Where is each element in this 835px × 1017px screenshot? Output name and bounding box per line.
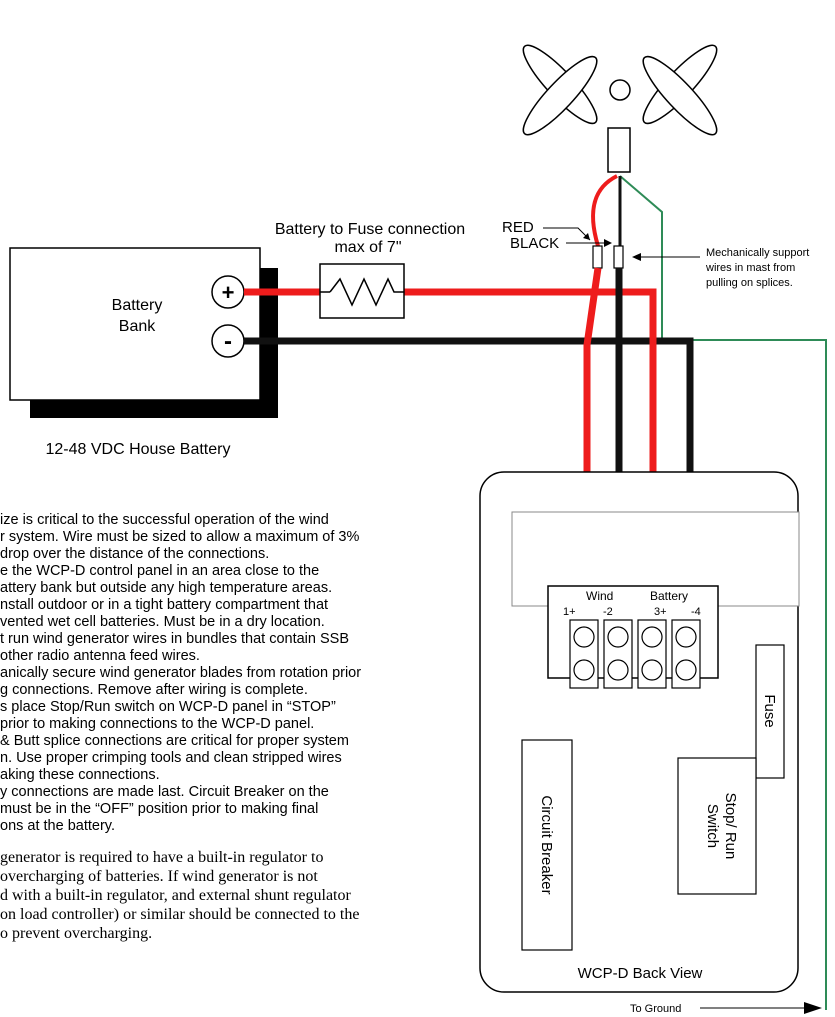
terminal-screw [641,659,663,681]
red-wire-label: RED [502,219,534,236]
note-line: drop over the distance of the connection… [0,546,270,562]
battery-body [9,247,261,401]
note-line: y connections are made last. Circuit Bre… [0,784,329,800]
fuse-connection-label-line2: max of 7" [334,239,401,256]
turbine-hub [609,79,631,101]
fuse-connection-label-line1: Battery to Fuse connection [275,221,465,238]
red-splice [592,245,603,269]
note-line: ize is critical to the successful operat… [0,512,329,528]
circuit-breaker [521,739,573,951]
terminal-label-2: -2 [603,606,613,618]
terminal-group-wind: Wind [586,589,613,603]
inline-fuse [319,263,405,319]
panel-fuse [755,644,785,779]
stop-run-switch [677,757,757,895]
regulator-note-line: generator is required to have a built-in… [0,849,324,866]
note-line: & Butt splice connections are critical f… [0,733,349,749]
plus-symbol: + [222,280,235,305]
note-line: s place Stop/Run switch on WCP-D panel i… [0,699,336,715]
note-line: nstall outdoor or in a tight battery com… [0,597,329,613]
battery-bank: Battery Bank + - [9,247,278,418]
panel-fuse-label: Fuse [761,694,778,727]
terminal-screw [675,626,697,648]
regulator-note-line: o prevent overcharging. [0,925,153,942]
regulator-note-line: overcharging of batteries. If wind gener… [0,868,318,885]
note-line: t run wind generator wires in bundles th… [0,631,350,647]
note-line: prior to making connections to the WCP-D… [0,716,315,732]
terminal-label-3: 3+ [654,606,667,618]
panel-title: WCP-D Back View [578,965,703,982]
battery-label-line1: Battery [112,297,163,314]
terminal-block: Wind Battery 1+ -2 3+ -4 [547,585,719,689]
note-line: ons at the battery. [0,818,115,834]
note-line: n. Use proper crimping tools and clean s… [0,750,342,766]
support-note-line2: wires in mast from [705,262,795,274]
battery-label-line2: Bank [119,318,156,335]
turbine-blade [522,55,598,136]
terminal-screw [573,626,595,648]
note-line: other radio antenna feed wires. [0,648,200,664]
to-ground-arrowhead [804,1002,822,1014]
wind-generator [522,44,718,173]
stop-run-label-line2: Switch [704,804,721,848]
generator-body [607,127,631,173]
generator-red-lead [591,174,618,247]
stop-run-label-line1: Stop/ Run [722,793,739,860]
terminal-group-battery: Battery [650,589,688,603]
terminal-screw [641,626,663,648]
terminal-label-4: -4 [691,606,701,618]
terminal-screw [573,659,595,681]
note-line: attery bank but outside any high tempera… [0,580,333,596]
black-splice [613,245,624,269]
regulator-note-line: on load controller) or similar should be… [0,906,360,923]
note-line: aking these connections. [0,767,160,783]
support-note-line1: Mechanically support [706,247,809,259]
regulator-note-line: d with a built-in regulator, and externa… [0,887,351,904]
circuit-breaker-label: Circuit Breaker [538,795,555,894]
note-line: anically secure wind generator blades fr… [0,665,362,681]
terminal-screw [607,659,629,681]
fuse-element-icon [329,277,404,307]
to-ground-label: To Ground [630,1003,681,1015]
turbine-blade [642,55,718,136]
black-wire-label: BLACK [510,235,559,252]
note-line: vented wet cell batteries. Must be in a … [0,614,325,630]
note-line: g connections. Remove after wiring is co… [0,682,308,698]
terminal-screw [675,659,697,681]
note-line: must be in the “OFF” position prior to m… [0,801,319,817]
support-note-line3: pulling on splices. [706,277,793,289]
fuse-holder [319,263,405,319]
minus-symbol: - [224,328,232,355]
note-line: e the WCP-D control panel in an area clo… [0,563,320,579]
house-battery-caption: 12-48 VDC House Battery [46,441,231,458]
terminal-screw [607,626,629,648]
terminal-label-1: 1+ [563,606,576,618]
note-line: r system. Wire must be sized to allow a … [0,529,360,545]
